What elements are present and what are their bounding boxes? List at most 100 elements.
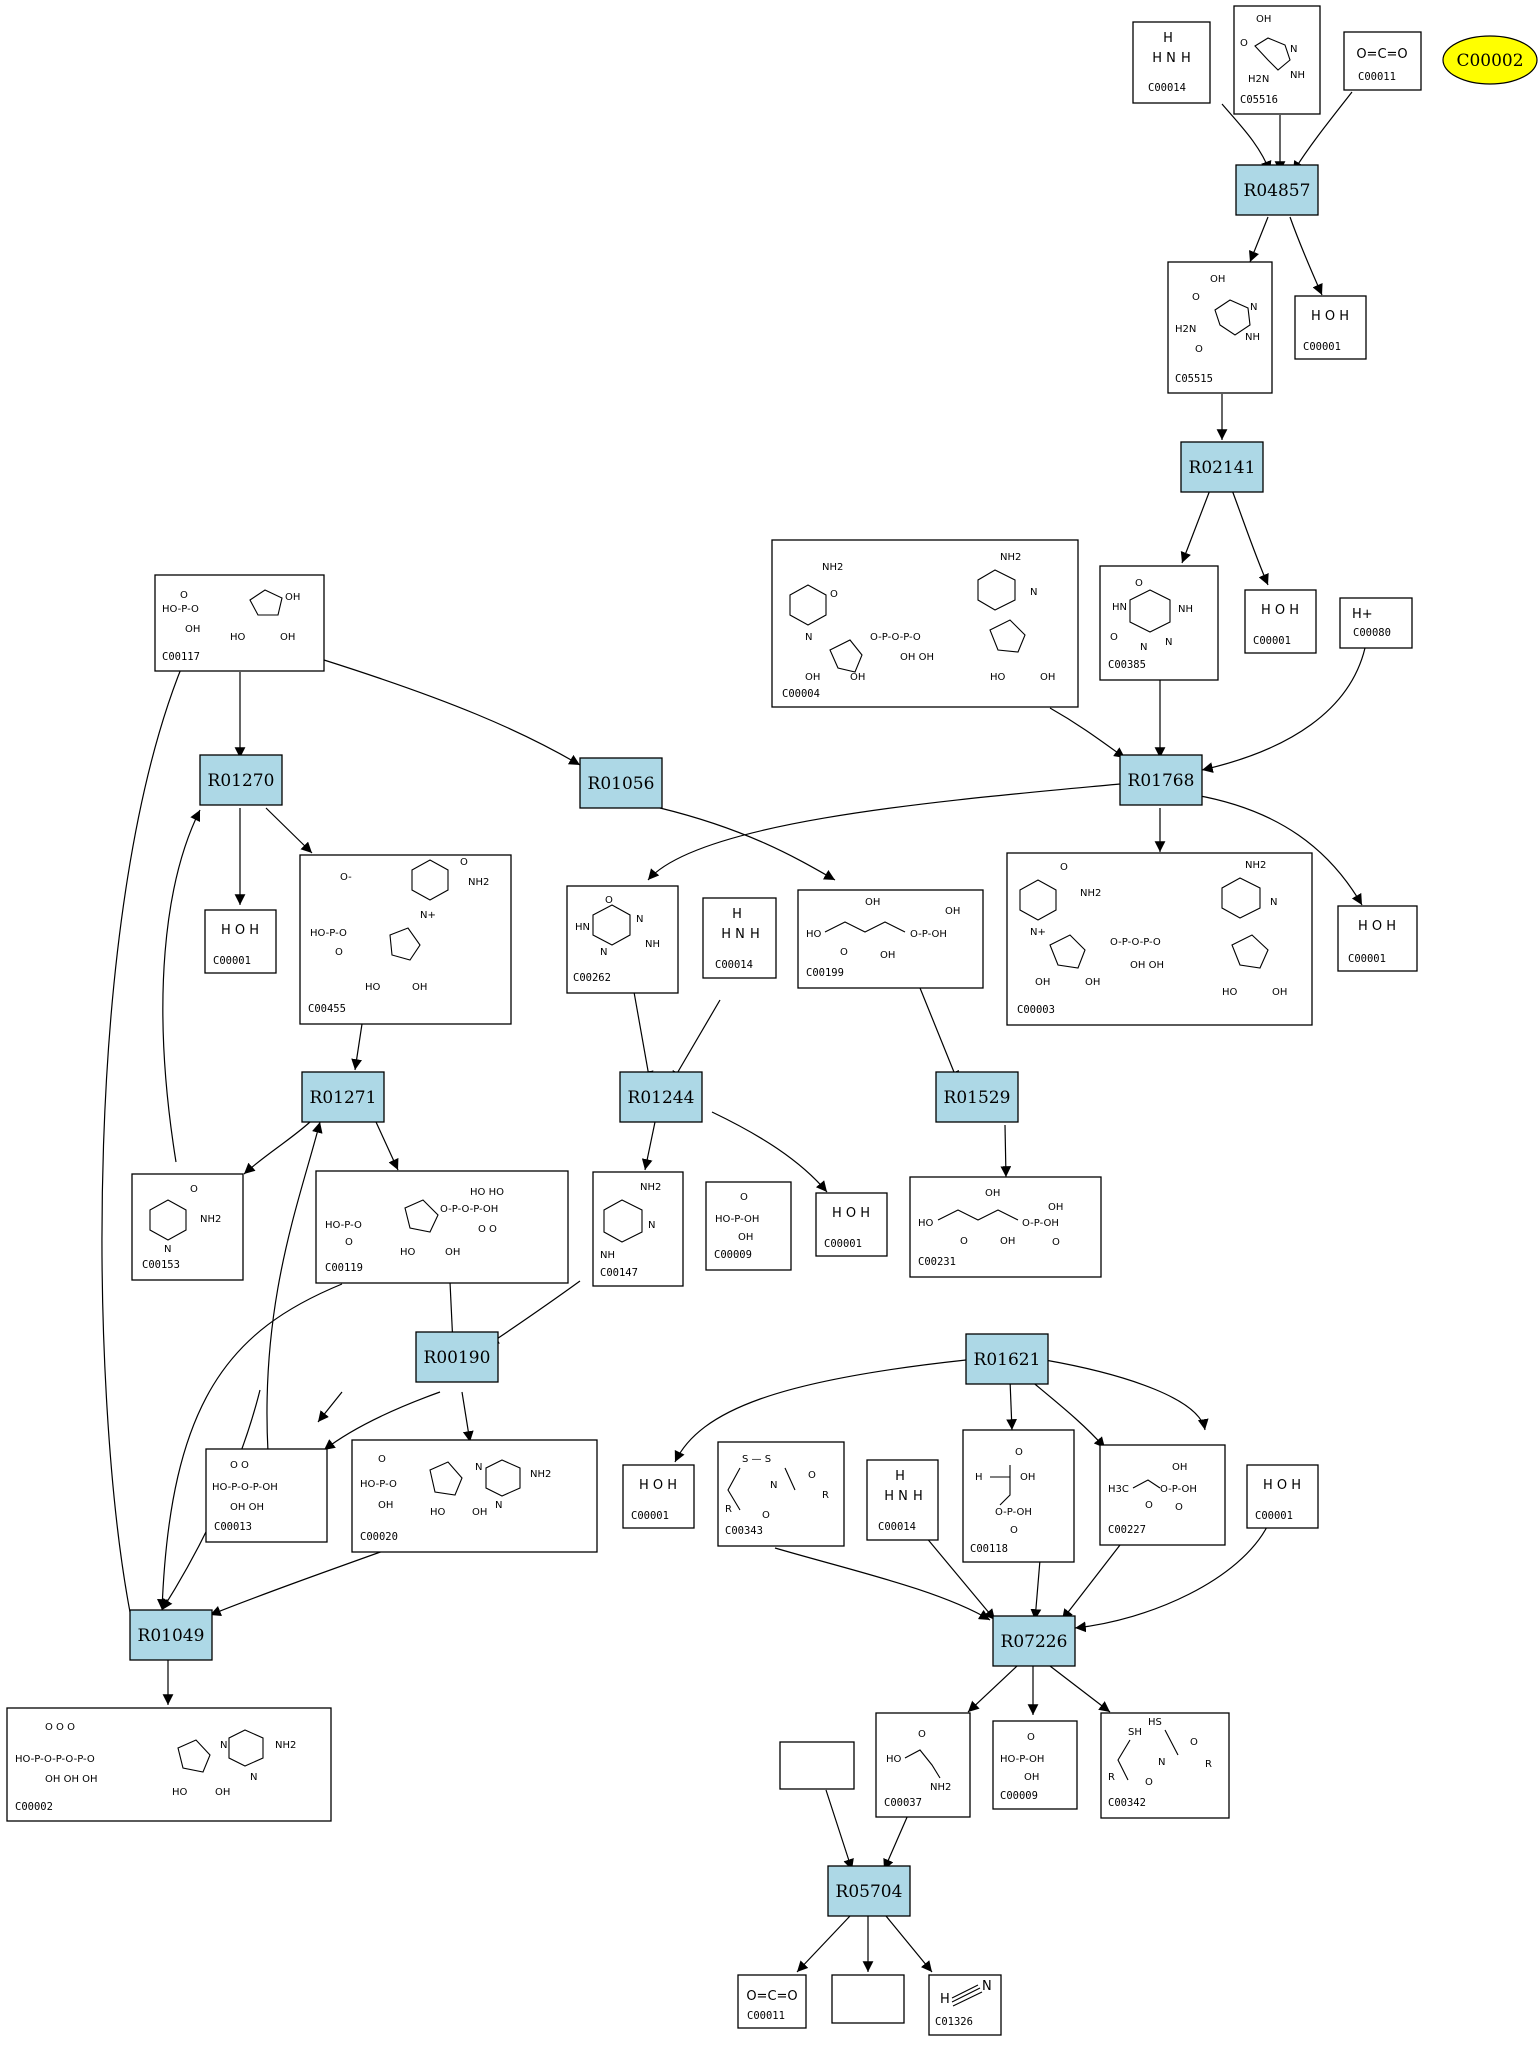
compound-c00227[interactable]: OH H3C O-P-OH O O C00227 <box>1099 1444 1226 1546</box>
compound-c00231[interactable]: OH HO O-P-OH OH O OH O C00231 <box>909 1176 1102 1278</box>
reaction-r04857[interactable]: R04857 <box>1235 164 1319 216</box>
edge <box>774 1547 991 1621</box>
reaction-label: R01056 <box>588 774 655 794</box>
svg-text:N: N <box>898 1489 908 1504</box>
compound-c00080[interactable]: H+ C00080 <box>1339 597 1413 649</box>
reaction-r01621[interactable]: R01621 <box>965 1333 1049 1385</box>
compound-c00001[interactable]: H O H C00001 <box>1294 295 1367 360</box>
compound-c00037[interactable]: O HO NH2 C00037 <box>875 1712 971 1818</box>
edge <box>1030 1559 1042 1621</box>
reaction-r00190[interactable]: R00190 <box>415 1331 499 1383</box>
compound-c00014[interactable]: H H N H C00014 <box>866 1459 939 1541</box>
reaction-r01768[interactable]: R01768 <box>1119 754 1203 806</box>
svg-text:O-P-OH: O-P-OH <box>995 1507 1032 1518</box>
svg-text:N: N <box>1158 1757 1165 1768</box>
compound-c00004[interactable]: NH2 O N OH OH O-P-O-P-O OH OH NH2 N HO O… <box>771 539 1079 708</box>
compound-c00001[interactable]: H O H C00001 <box>204 909 277 974</box>
compound-c00343[interactable]: S — S N O R R O C00343 <box>717 1441 845 1547</box>
svg-text:OH: OH <box>1172 1462 1187 1473</box>
compound-id: C01326 <box>935 2016 973 2028</box>
svg-text:N: N <box>735 927 745 942</box>
compound-c00262[interactable]: O HN N NH N C00262 <box>566 885 679 994</box>
svg-text:HO: HO <box>430 1507 446 1518</box>
compound-c00153[interactable]: O NH2 N C00153 <box>131 1173 244 1281</box>
compound-c00119[interactable]: HO-P-O O O-P-O-P-OH HO HO O O HO OH C001… <box>315 1170 569 1284</box>
reaction-r01529[interactable]: R01529 <box>935 1071 1019 1123</box>
reaction-r05704[interactable]: R05704 <box>827 1865 911 1917</box>
svg-text:H: H <box>1163 31 1173 46</box>
svg-text:NH2: NH2 <box>1080 888 1101 899</box>
svg-text:O-P-O-P-O: O-P-O-P-O <box>870 632 921 643</box>
compound-c00009[interactable]: O HO-P-OH OH C00009 <box>705 1181 792 1271</box>
edge <box>1292 91 1353 173</box>
svg-text:N: N <box>648 1220 655 1231</box>
compound-c00011[interactable]: O=C=O C00011 <box>737 1974 807 2029</box>
compound-nodes: H H N H C00014 OH O N NH H2N C05516 O=C=… <box>6 5 1422 2036</box>
compound-c00020[interactable]: O HO-P-O OH N NH2 HO OH N C00020 <box>351 1439 598 1553</box>
compound-id: C00342 <box>1108 1797 1146 1809</box>
compound-c05516[interactable]: OH O N NH H2N C05516 <box>1233 5 1321 115</box>
edge <box>885 1915 933 1973</box>
compound-c00014[interactable]: H H N H C00014 <box>702 897 777 979</box>
compound-c00118[interactable]: O H OH O-P-OH O C00118 <box>962 1429 1075 1563</box>
reaction-r01056[interactable]: R01056 <box>579 757 663 809</box>
svg-text:O: O <box>460 857 468 868</box>
compound-c00001[interactable]: H O H C00001 <box>1337 905 1418 972</box>
svg-text:R: R <box>725 1504 732 1515</box>
reaction-label: R01529 <box>944 1088 1011 1108</box>
compound-c00455[interactable]: O- HO-P-O O O NH2 N+ HO OH C00455 <box>299 854 512 1025</box>
compound-c01326[interactable]: H N C01326 <box>928 1974 1002 2036</box>
svg-text:O: O <box>345 1237 353 1248</box>
compound-c00002[interactable]: O O O HO-P-O-P-O-P-O OH OH OH N NH2 HO O… <box>6 1707 332 1822</box>
edge <box>487 1280 581 1346</box>
svg-text:N: N <box>1140 642 1147 653</box>
highlight-node[interactable] <box>1442 35 1538 85</box>
svg-text:NH: NH <box>1245 332 1260 343</box>
compound-c00013[interactable]: O O HO-P-O-P-OH OH OH C00013 <box>205 1448 328 1543</box>
svg-text:O-P-O-P-O: O-P-O-P-O <box>1110 937 1161 948</box>
edge <box>674 1359 967 1463</box>
svg-text:H O H: H O H <box>1261 603 1299 618</box>
svg-text:HO-P-O: HO-P-O <box>325 1220 362 1231</box>
svg-text:H: H <box>1152 51 1162 66</box>
reaction-r01271[interactable]: R01271 <box>301 1071 385 1123</box>
svg-text:H O H: H O H <box>221 923 259 938</box>
compound-id: C00014 <box>1148 82 1186 94</box>
compound-c00001[interactable]: H O H C00001 <box>815 1192 888 1257</box>
reaction-r01270[interactable]: R01270 <box>199 754 283 806</box>
reaction-r01049[interactable]: R01049 <box>129 1609 213 1661</box>
compound-c00003[interactable]: O NH2 N+ OH OH O-P-O-P-O OH OH NH2 N HO … <box>1006 852 1313 1026</box>
compound-c00014[interactable]: H H N H C00014 <box>1132 21 1211 104</box>
svg-text:HO-P-O: HO-P-O <box>162 604 199 615</box>
compound-c05515[interactable]: OH O N NH H2N O C05515 <box>1167 261 1273 394</box>
compound-c00342[interactable]: SH HS N O R R O C00342 <box>1100 1712 1230 1819</box>
svg-text:OH: OH <box>472 1507 487 1518</box>
compound-id: C05516 <box>1240 94 1278 106</box>
highlight-label: C00002 <box>1456 51 1523 71</box>
svg-text:O: O <box>1110 632 1118 643</box>
edge <box>967 1665 1018 1713</box>
compound-c00001[interactable]: H O H C00001 <box>1244 589 1317 654</box>
svg-text:O: O <box>840 947 848 958</box>
reaction-r01244[interactable]: R01244 <box>619 1071 703 1123</box>
reaction-label: R07226 <box>1001 1632 1068 1652</box>
compound-c00011[interactable]: O=C=O C00011 <box>1343 31 1422 91</box>
compound-c00117[interactable]: HO-P-O O OH OH HO OH C00117 <box>154 574 325 672</box>
svg-text:OH OH OH: OH OH OH <box>45 1774 98 1785</box>
svg-text:O: O <box>1190 1737 1198 1748</box>
reaction-r02141[interactable]: R02141 <box>1180 441 1264 493</box>
svg-text:OH: OH <box>738 1232 753 1243</box>
reaction-r07226[interactable]: R07226 <box>992 1615 1076 1667</box>
compound-unlabeled[interactable] <box>779 1741 855 1790</box>
svg-text:OH OH: OH OH <box>900 652 934 663</box>
compound-c00009[interactable]: O HO-P-OH OH C00009 <box>992 1720 1078 1810</box>
reaction-label: R00190 <box>424 1348 491 1368</box>
compound-c00199[interactable]: OH OH HO O-P-OH O OH C00199 <box>797 889 984 989</box>
compound-c00001[interactable]: H O H C00001 <box>622 1464 695 1529</box>
compound-c00147[interactable]: NH2 N NH C00147 <box>592 1171 684 1287</box>
compound-unlabeled[interactable] <box>831 1974 905 2024</box>
svg-text:O-: O- <box>340 872 352 883</box>
svg-text:O: O <box>1052 1237 1060 1248</box>
compound-c00385[interactable]: O HN NH O N N C00385 <box>1099 565 1219 681</box>
compound-c00001[interactable]: H O H C00001 <box>1246 1464 1319 1529</box>
